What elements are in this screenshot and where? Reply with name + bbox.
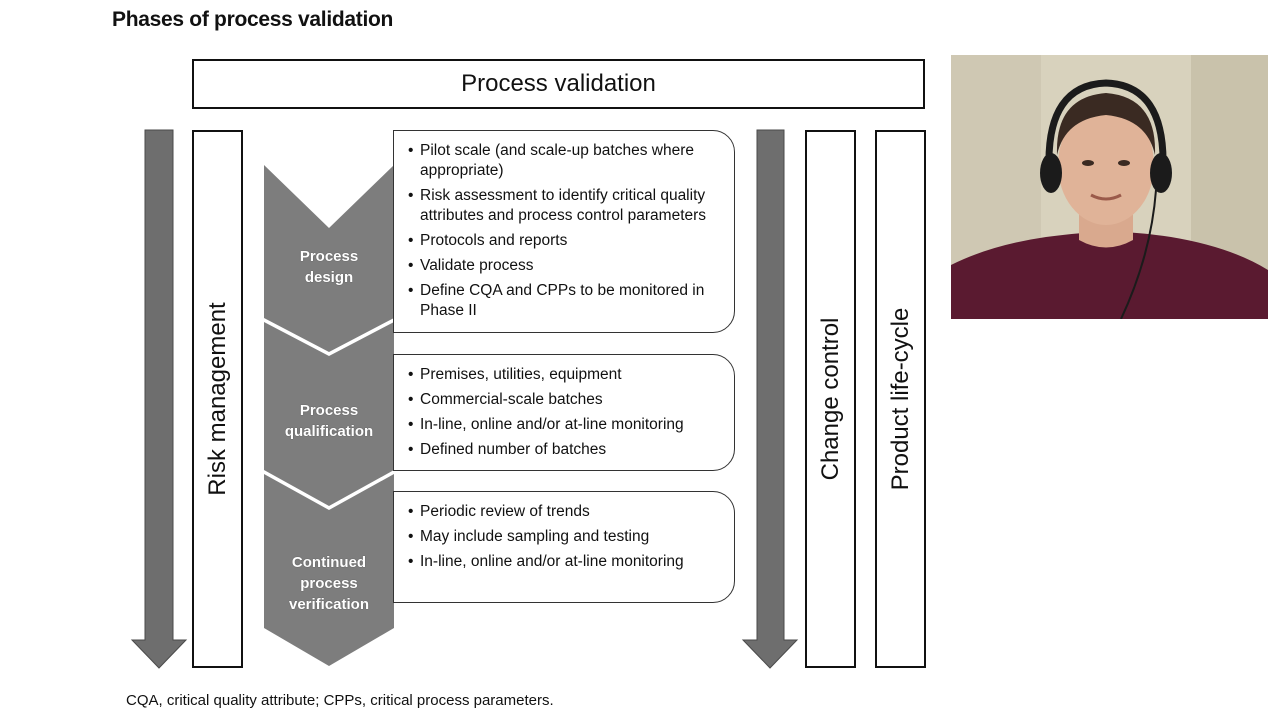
presenter-webcam [951, 55, 1268, 319]
bullet-item: In-line, online and/or at-line monitorin… [406, 552, 726, 572]
bullet-item: Periodic review of trends [406, 502, 726, 522]
phase-2-name-line: Process [299, 402, 359, 419]
bullet-item: May include sampling and testing [406, 527, 726, 547]
phase-1-name-line: Process [299, 248, 359, 265]
slide-title: Phases of process validation [112, 8, 394, 31]
phase-3-bullet-list: Periodic review of trends May include sa… [406, 502, 726, 572]
phase-1-details: Pilot scale (and scale-up batches where … [393, 130, 735, 333]
change-control-label: Change control [816, 317, 844, 481]
footnote: CQA, critical quality attribute; CPPs, c… [126, 692, 554, 709]
phase-3-name-line: Continued [291, 554, 367, 571]
right-down-arrow [741, 129, 799, 669]
bullet-item: Pilot scale (and scale-up batches where … [406, 141, 726, 181]
bullet-item: Risk assessment to identify critical qua… [406, 186, 726, 226]
phase-2-details: Premises, utilities, equipment Commercia… [393, 354, 735, 471]
phase-1-bullet-list: Pilot scale (and scale-up batches where … [406, 141, 726, 321]
header-label: Process validation [461, 70, 656, 97]
chevron-process-qualification [264, 322, 394, 506]
phase-1-name-line: design [304, 269, 354, 286]
product-life-cycle-label: Product life-cycle [886, 307, 914, 491]
chevron-process-design [264, 165, 394, 352]
bullet-item: Defined number of batches [406, 440, 726, 460]
phase-2-bullet-list: Premises, utilities, equipment Commercia… [406, 365, 726, 460]
phase-1-name: Process design [264, 246, 394, 288]
bullet-item: Protocols and reports [406, 231, 726, 251]
risk-management-label: Risk management [203, 302, 231, 496]
left-down-arrow [130, 129, 188, 669]
phase-3-details: Periodic review of trends May include sa… [393, 491, 735, 603]
bullet-item: Commercial-scale batches [406, 390, 726, 410]
bullet-item: Premises, utilities, equipment [406, 365, 726, 385]
phase-3-name: Continued process verification [264, 552, 394, 615]
bullet-item: Define CQA and CPPs to be monitored in P… [406, 281, 726, 321]
bullet-item: Validate process [406, 256, 726, 276]
phase-3-name-line: process [300, 575, 358, 592]
phase-2-name: Process qualification [264, 400, 394, 442]
process-validation-header: Process validation [192, 59, 925, 109]
change-control-bar: Change control [805, 130, 856, 668]
presenter-video-icon [951, 55, 1268, 319]
phase-3-name-line: verification [288, 596, 370, 613]
phase-2-name-line: qualification [284, 423, 374, 440]
bullet-item: In-line, online and/or at-line monitorin… [406, 415, 726, 435]
chevron-continued-verification [264, 474, 394, 666]
product-life-cycle-bar: Product life-cycle [875, 130, 926, 668]
risk-management-bar: Risk management [192, 130, 243, 668]
